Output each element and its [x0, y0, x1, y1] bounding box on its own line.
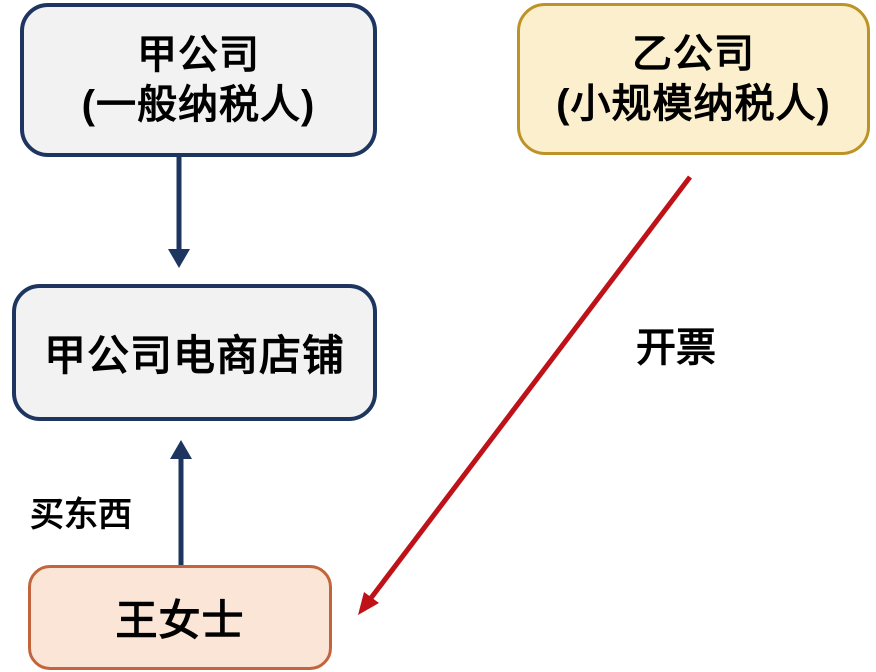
node-shop-label: 甲公司电商店铺 [43, 332, 345, 379]
node-company-b: 乙公司 (小规模纳税人) [517, 3, 870, 155]
edge-label-invoice: 开票 [636, 326, 716, 370]
node-customer: 王女士 [28, 565, 332, 670]
arrow-companyA-to-shop-head-icon [168, 249, 190, 268]
node-company-a: 甲公司 (一般纳税人) [20, 3, 377, 157]
node-company-b-qualifier: (小规模纳税人) [556, 82, 831, 126]
node-shop: 甲公司电商店铺 [12, 284, 377, 421]
node-customer-label: 王女士 [115, 597, 245, 644]
arrow-companyB-to-customer [369, 175, 692, 600]
arrow-companyB-to-customer-head-icon [358, 592, 379, 615]
node-company-a-name: 甲公司 [137, 33, 260, 77]
node-company-a-qualifier: (一般纳税人) [81, 83, 316, 127]
edge-label-buy: 买东西 [30, 496, 132, 534]
node-company-b-name: 乙公司 [632, 32, 755, 76]
arrow-customer-to-shop-head-icon [170, 440, 192, 459]
